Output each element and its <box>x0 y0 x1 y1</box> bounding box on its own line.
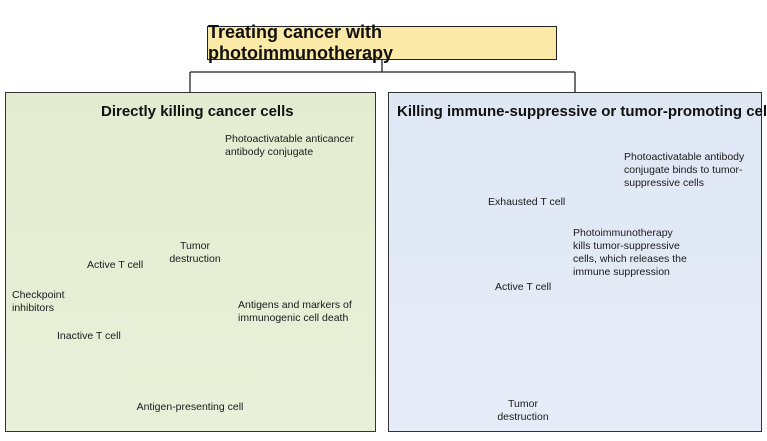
right-panel-heading: Killing immune-suppressive or tumor-prom… <box>397 103 767 120</box>
anticancer-conjugate-label: Photoactivatable anticancer antibody con… <box>225 133 354 158</box>
panel-immune-suppressive <box>388 92 762 432</box>
tumor-destruction-label: Tumor destruction <box>169 240 221 265</box>
left-panel-heading: Directly killing cancer cells <box>101 103 294 120</box>
active-t-cell-right-label: Active T cell <box>495 281 552 293</box>
page-title: Treating cancer with photoimmunotherapy <box>207 22 557 63</box>
active-t-cell-label: Active T cell <box>87 259 144 271</box>
antibody-conjugate-binds-label: Photoactivatable antibody conjugate bind… <box>624 151 745 189</box>
apc-label: Antigen-presenting cell <box>136 401 244 413</box>
panel-direct-killing <box>5 92 376 432</box>
inactive-t-cell-label: Inactive T cell <box>57 330 121 342</box>
antigens-label: Antigens and markers of immunogenic cell… <box>238 299 352 324</box>
photoimmunotherapy-label: Photoimmunotherapy kills tumor-suppressi… <box>573 227 687 278</box>
checkpoint-inhibitors-label: Checkpoint inhibitors <box>12 289 65 314</box>
exhausted-t-cell-label: Exhausted T cell <box>488 196 566 208</box>
tumor-destruction-right-label: Tumor destruction <box>497 398 549 423</box>
